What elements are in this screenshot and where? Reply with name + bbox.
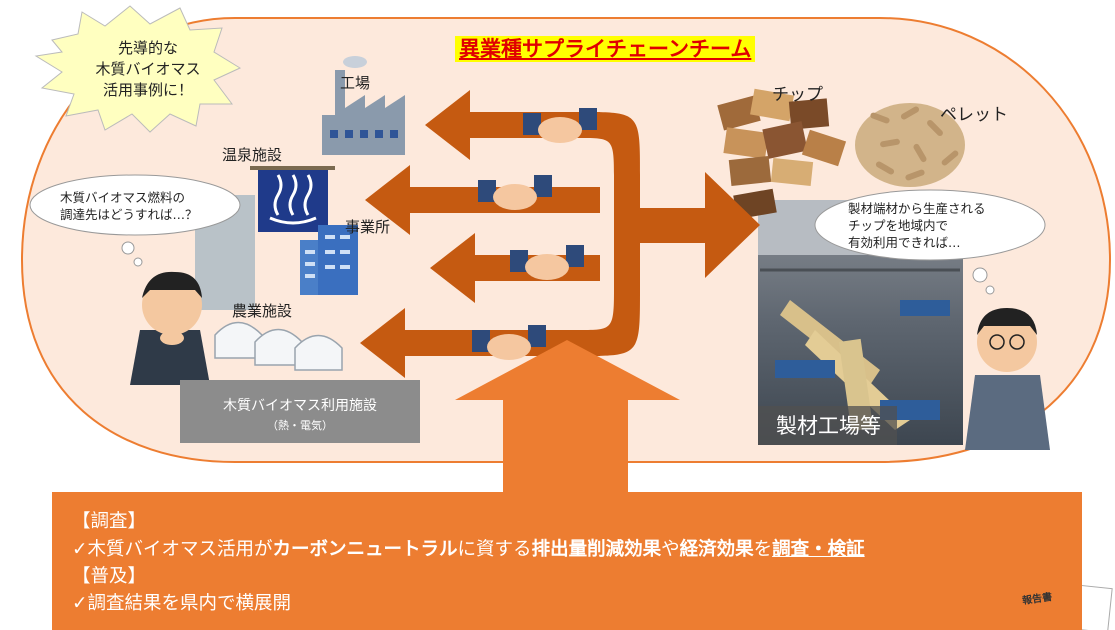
sawmill-photo (758, 200, 963, 445)
survey-heading: 【調査】 (72, 511, 147, 532)
mill-label: 製材工場等 (758, 406, 897, 445)
right-thought-line-1: 製材端材から生産される (848, 201, 986, 216)
facility-box-line-1: 木質バイオマス利用施設 (223, 398, 377, 414)
right-thought-cloud (814, 189, 1046, 295)
office-label: 事業所 (345, 218, 391, 236)
callout-line-3: 活用事例に！ (102, 81, 193, 99)
chip-label: チップ (772, 85, 823, 105)
greenhouse-icon (214, 321, 343, 371)
left-thought-text: 木質バイオマス燃料の 調達先はどうすれば…？ (60, 189, 198, 223)
pellet-label: ペレット (940, 105, 1008, 125)
wood-chips-image (717, 88, 847, 220)
survey-line: ✓木質バイオマス活用がカーボンニュートラルに資する排出量削減効果や経済効果を調査… (72, 538, 865, 562)
upward-arrow (455, 340, 680, 500)
survey-text-emission: 排出量削減効果 (531, 539, 662, 560)
onsen-noren-icon (250, 166, 335, 232)
facility-box-line-2: （熱・電気） (267, 419, 333, 432)
survey-text-a: 木質バイオマス活用が (87, 539, 273, 560)
factory-label: 工場 (340, 74, 371, 92)
survey-text-e: や (661, 539, 680, 560)
summary-box: 【調査】 ✓木質バイオマス活用がカーボンニュートラルに資する排出量削減効果や経済… (52, 492, 1082, 630)
handshake-icons (472, 108, 597, 360)
factory-icon (322, 56, 405, 155)
spiky-callout-shape (34, 5, 242, 133)
sawmill-worker-illustration (965, 308, 1050, 450)
survey-text-c: に資する (457, 539, 532, 560)
right-thought-line-3: 有効利用できれば… (848, 235, 961, 250)
left-thought-line-2: 調達先はどうすれば…？ (60, 207, 198, 222)
callout-line-2: 木質バイオマス (95, 60, 201, 78)
callout-line-1: 先導的な (117, 39, 178, 57)
spread-text: 調査結果を県内で横展開 (87, 593, 292, 614)
check-mark: ✓ (72, 593, 88, 614)
worried-man-illustration (130, 271, 210, 385)
diagram-title: 異業種サプライチェーンチーム (455, 36, 756, 62)
left-thought-line-1: 木質バイオマス燃料の (60, 190, 186, 205)
survey-text-carbon-neutral: カーボンニュートラル (272, 539, 458, 560)
wood-pellets-image (855, 103, 965, 187)
right-thought-text: 製材端材から生産される チップを地域内で 有効利用できれば… (848, 200, 986, 251)
facility-box: 木質バイオマス利用施設 （熱・電気） (180, 380, 420, 443)
survey-text-g: を (753, 539, 773, 560)
right-thought-line-2: チップを地域内で (848, 218, 949, 233)
survey-text-economic: 経済効果 (679, 539, 754, 560)
left-thought-cloud (29, 174, 241, 267)
callout-text: 先導的な 木質バイオマス 活用事例に！ (78, 38, 218, 101)
onsen-label: 温泉施設 (222, 146, 283, 164)
survey-text-verify: 調査・検証 (772, 539, 865, 560)
check-mark: ✓ (72, 539, 88, 560)
agri-label: 農業施設 (232, 302, 293, 320)
spread-heading: 【普及】 (72, 566, 147, 587)
spread-line: ✓調査結果を県内で横展開 (72, 592, 291, 616)
office-building-icon (300, 225, 358, 295)
